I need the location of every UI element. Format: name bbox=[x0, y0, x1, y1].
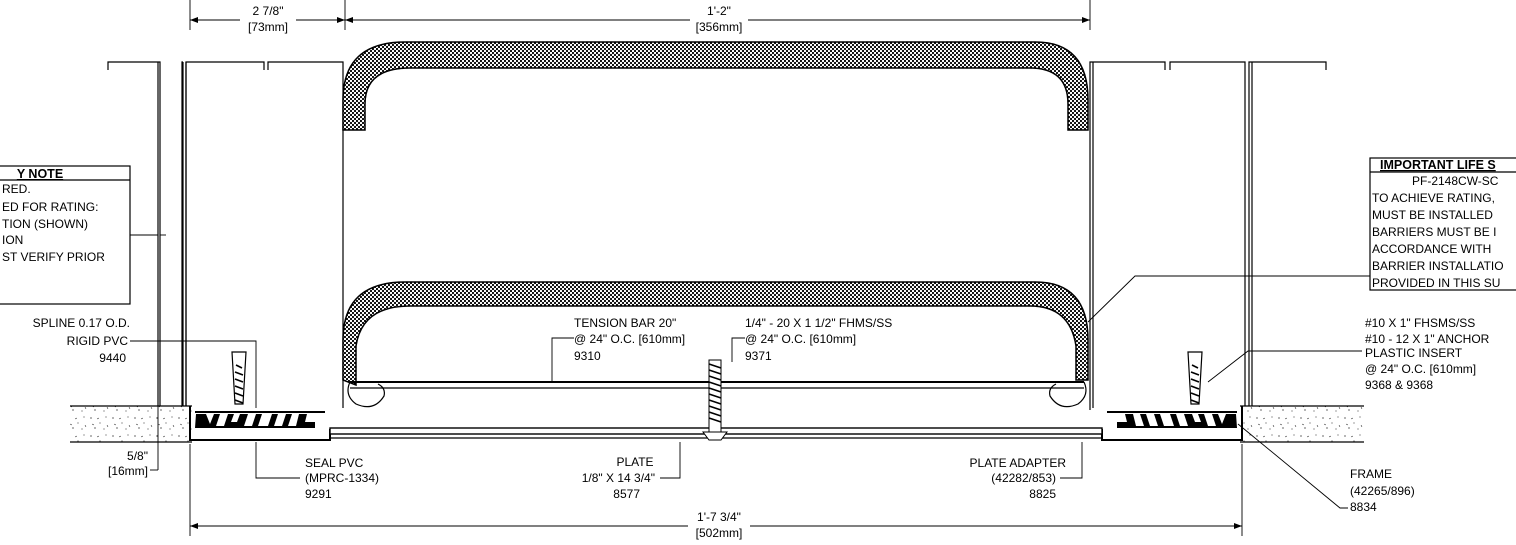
right-note-line: MUST BE INSTALLED bbox=[1372, 208, 1493, 222]
left-note-line: ED FOR RATING: bbox=[2, 200, 98, 214]
callout-frame-line2: (42265/896) bbox=[1350, 484, 1415, 498]
callout-anchor-line4: @ 24" O.C. [610mm] bbox=[1365, 362, 1476, 376]
callout-anchor-line3: PLASTIC INSERT bbox=[1365, 346, 1463, 360]
concrete-slab-left bbox=[70, 406, 192, 442]
frame-right bbox=[1088, 406, 1243, 441]
callout-fhms-line2: @ 24" O.C. [610mm] bbox=[745, 332, 856, 346]
callout-seal-line3: 9291 bbox=[305, 487, 332, 501]
right-anchor-insert bbox=[1187, 351, 1203, 405]
callout-frame-line1: FRAME bbox=[1350, 467, 1392, 481]
dim-depth-metric: [16mm] bbox=[108, 464, 148, 478]
dim-top-center-metric: [356mm] bbox=[696, 20, 743, 34]
right-note-line: PROVIDED IN THIS SU bbox=[1372, 276, 1500, 290]
right-wall-framing bbox=[1089, 61, 1327, 410]
concrete-slab-right bbox=[1240, 406, 1364, 442]
callout-tension-line3: 9310 bbox=[574, 349, 601, 363]
right-note-line: TO ACHIEVE RATING, bbox=[1372, 191, 1495, 205]
callout-fhms-line3: 9371 bbox=[745, 349, 772, 363]
callout-spline-line1: SPLINE 0.17 O.D. bbox=[33, 316, 130, 330]
left-anchor-insert bbox=[231, 351, 247, 405]
callout-fhms-line1: 1/4" - 20 X 1 1/2" FHMS/SS bbox=[745, 316, 892, 330]
callout-plate-line2: 1/8" X 14 3/4" bbox=[582, 471, 655, 485]
callout-frame-line3: 8834 bbox=[1350, 500, 1377, 514]
callout-seal-line2: (MPRC-1334) bbox=[305, 471, 379, 485]
left-note-line: RED. bbox=[2, 182, 31, 196]
right-note-line: BARRIER INSTALLATIO bbox=[1372, 259, 1504, 273]
callout-plate-adapter-line3: 8825 bbox=[1029, 487, 1056, 501]
right-note-line: PF-2148CW-SC bbox=[1412, 174, 1499, 188]
callout-spline-line3: 9440 bbox=[99, 351, 126, 365]
callout-anchor-line5: 9368 & 9368 bbox=[1365, 378, 1433, 392]
callout-plate-line3: 8577 bbox=[613, 487, 640, 501]
right-note-line: ACCORDANCE WITH bbox=[1372, 242, 1491, 256]
callout-plate-adapter-line1: PLATE ADAPTER bbox=[970, 456, 1067, 470]
center-fhms-screw bbox=[702, 359, 728, 441]
callout-tension-line2: @ 24" O.C. [610mm] bbox=[574, 332, 685, 346]
left-wall-framing bbox=[107, 61, 344, 410]
left-note-line: ST VERIFY PRIOR bbox=[2, 250, 105, 264]
dim-bottom-imperial: 1'-7 3/4" bbox=[697, 510, 741, 524]
callout-plate-line1: PLATE bbox=[616, 455, 653, 469]
callout-anchor-line1: #10 X 1" FHSMS/SS bbox=[1365, 316, 1475, 330]
left-note-box bbox=[0, 165, 158, 305]
dim-top-left-imperial: 2 7/8" bbox=[253, 4, 284, 18]
right-note-box bbox=[1087, 157, 1516, 323]
left-note-title: Y NOTE bbox=[17, 167, 63, 181]
bottom-dimension-line bbox=[189, 444, 1243, 536]
fire-barrier-lower bbox=[342, 281, 1089, 387]
callout-seal-line1: SEAL PVC bbox=[305, 456, 364, 470]
callout-anchor-line2: #10 - 12 X 1" ANCHOR bbox=[1365, 332, 1490, 346]
callout-spline-line2: RIGID PVC bbox=[67, 334, 129, 348]
frame-left bbox=[189, 406, 345, 441]
dim-bottom-metric: [502mm] bbox=[696, 526, 743, 540]
fire-barrier-upper bbox=[342, 41, 1089, 131]
left-note-line: ION bbox=[2, 233, 23, 247]
callout-leaders bbox=[130, 337, 1362, 509]
right-note-title: IMPORTANT LIFE S bbox=[1380, 158, 1496, 172]
dim-top-left-metric: [73mm] bbox=[248, 20, 288, 34]
callout-tension-line1: TENSION BAR 20" bbox=[574, 316, 676, 330]
callout-plate-adapter-line2: (42282/853) bbox=[991, 471, 1056, 485]
dim-top-center-imperial: 1'-2" bbox=[707, 4, 731, 18]
dim-depth-imperial: 5/8" bbox=[127, 449, 148, 463]
top-dimension-lines bbox=[189, 0, 1091, 30]
right-note-line: BARRIERS MUST BE I bbox=[1372, 225, 1496, 239]
left-depth-dimension bbox=[150, 406, 159, 471]
left-note-line: TION (SHOWN) bbox=[2, 217, 88, 231]
